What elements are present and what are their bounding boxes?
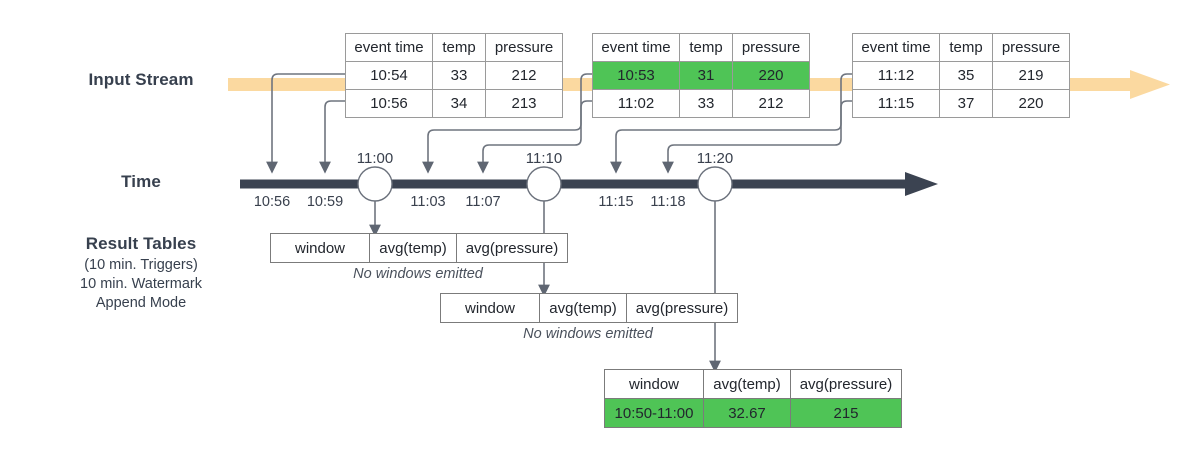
time-axis — [240, 172, 938, 196]
trigger-label-1110: 11:10 — [525, 150, 563, 167]
column-header-avg-pressure: avg(pressure) — [790, 369, 902, 399]
table-header-row: event time temp pressure — [852, 33, 1070, 62]
table-header-row: event time temp pressure — [592, 33, 810, 62]
cell-pressure: 212 — [485, 61, 563, 90]
cell-temp: 37 — [939, 89, 993, 118]
trigger-label-1120: 11:20 — [696, 150, 734, 167]
trigger-label-1100: 11:00 — [356, 150, 394, 167]
trigger-to-result-connectors — [369, 201, 721, 373]
column-header-event-time: event time — [852, 33, 940, 62]
column-header-avg-temp: avg(temp) — [539, 293, 627, 323]
table-header-row: window avg(temp) avg(pressure) — [604, 369, 902, 399]
result-tables-label: Result Tables — [85, 234, 197, 253]
cell-temp: 35 — [939, 61, 993, 90]
cell-avg-temp: 32.67 — [703, 398, 791, 428]
event-table-batch-1: event time temp pressure 10:54 33 212 10… — [345, 33, 563, 118]
table-row: 11:12 35 219 — [852, 61, 1070, 90]
cell-temp: 33 — [679, 89, 733, 118]
column-header-pressure: pressure — [732, 33, 810, 62]
column-header-avg-temp: avg(temp) — [703, 369, 791, 399]
table-row: 10:54 33 212 — [345, 61, 563, 90]
cell-event-time: 11:02 — [592, 89, 680, 118]
table-header-row: window avg(temp) avg(pressure) — [270, 233, 568, 263]
cell-temp: 33 — [432, 61, 486, 90]
column-header-window: window — [604, 369, 704, 399]
cell-temp: 34 — [432, 89, 486, 118]
arrival-label-1118: 11:18 — [650, 194, 686, 210]
table-row-highlighted: 10:50-11:00 32.67 215 — [604, 398, 902, 428]
column-header-temp: temp — [939, 33, 993, 62]
cell-pressure: 219 — [992, 61, 1070, 90]
column-header-window: window — [270, 233, 370, 263]
arrival-label-1103: 11:03 — [410, 194, 446, 210]
column-header-window: window — [440, 293, 540, 323]
cell-pressure: 213 — [485, 89, 563, 118]
table-row: 11:02 33 212 — [592, 89, 810, 118]
event-table-batch-3: event time temp pressure 11:12 35 219 11… — [852, 33, 1070, 118]
result-table-1100: window avg(temp) avg(pressure) — [270, 233, 568, 263]
result-table-1110: window avg(temp) avg(pressure) — [440, 293, 738, 323]
column-header-pressure: pressure — [992, 33, 1070, 62]
column-header-avg-temp: avg(temp) — [369, 233, 457, 263]
no-windows-emitted-note-1110: No windows emitted — [523, 326, 653, 342]
table-header-row: event time temp pressure — [345, 33, 563, 62]
column-header-temp: temp — [679, 33, 733, 62]
cell-window: 10:50-11:00 — [604, 398, 704, 428]
cell-pressure: 212 — [732, 89, 810, 118]
input-stream-label: Input Stream — [88, 70, 194, 89]
result-table-1120: window avg(temp) avg(pressure) 10:50-11:… — [604, 369, 902, 428]
table-header-row: window avg(temp) avg(pressure) — [440, 293, 738, 323]
table-row: 10:56 34 213 — [345, 89, 563, 118]
cell-event-time: 11:15 — [852, 89, 940, 118]
arrival-label-1115: 11:15 — [598, 194, 634, 210]
arrival-label-1107: 11:07 — [465, 194, 501, 210]
cell-pressure: 220 — [992, 89, 1070, 118]
table-row: 11:15 37 220 — [852, 89, 1070, 118]
cell-temp: 31 — [679, 61, 733, 90]
cell-pressure: 220 — [732, 61, 810, 90]
column-header-pressure: pressure — [485, 33, 563, 62]
arrival-label-1059: 10:59 — [306, 194, 344, 210]
column-header-avg-pressure: avg(pressure) — [626, 293, 738, 323]
column-header-event-time: event time — [345, 33, 433, 62]
cell-event-time: 11:12 — [852, 61, 940, 90]
column-header-avg-pressure: avg(pressure) — [456, 233, 568, 263]
result-watermark-note: 10 min. Watermark — [80, 276, 202, 292]
arrival-label-1056: 10:56 — [253, 194, 291, 210]
no-windows-emitted-note-1100: No windows emitted — [353, 266, 483, 282]
time-label: Time — [121, 172, 161, 191]
cell-event-time: 10:54 — [345, 61, 433, 90]
table-row-highlighted: 10:53 31 220 — [592, 61, 810, 90]
column-header-event-time: event time — [592, 33, 680, 62]
event-table-batch-2: event time temp pressure 10:53 31 220 11… — [592, 33, 810, 118]
result-trigger-note: (10 min. Triggers) — [84, 257, 198, 273]
result-mode-note: Append Mode — [95, 295, 187, 311]
cell-event-time: 10:56 — [345, 89, 433, 118]
column-header-temp: temp — [432, 33, 486, 62]
cell-event-time: 10:53 — [592, 61, 680, 90]
cell-avg-pressure: 215 — [790, 398, 902, 428]
